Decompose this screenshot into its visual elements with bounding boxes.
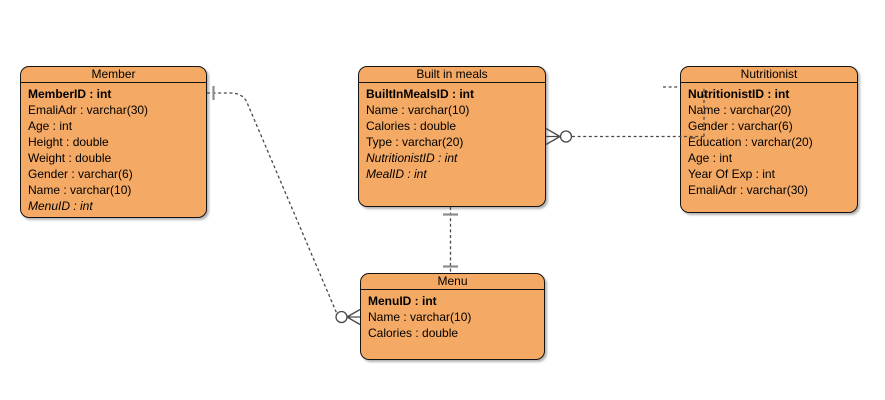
- connector-line[interactable]: [207, 92, 337, 313]
- connector-member-menu[interactable]: [207, 86, 361, 326]
- entity-row[interactable]: Name : varchar(10): [28, 183, 132, 197]
- connector-built-in-meals-menu[interactable]: [443, 207, 458, 272]
- entity-row[interactable]: Height : double: [28, 135, 109, 149]
- entity-row[interactable]: Name : varchar(20): [688, 103, 792, 117]
- entity-row[interactable]: Calories : double: [368, 326, 459, 340]
- entity-nutritionist-title[interactable]: Nutritionist: [681, 67, 857, 83]
- entity-row[interactable]: Age : int: [688, 151, 733, 165]
- entity-row[interactable]: Gender : varchar(6): [688, 119, 793, 133]
- entity-row[interactable]: Type : varchar(20): [366, 135, 464, 149]
- entity-row[interactable]: EmaliAdr : varchar(30): [688, 183, 809, 197]
- entity-row[interactable]: Name : varchar(10): [366, 103, 470, 117]
- entity-row[interactable]: MealID : int: [366, 167, 427, 181]
- entity-built-in-meals-title[interactable]: Built in meals: [359, 67, 545, 83]
- zero-cardinality-icon: [335, 310, 348, 324]
- entity-member-title[interactable]: Member: [21, 67, 206, 83]
- entity-row[interactable]: NutritionistID : int: [366, 151, 458, 165]
- entity-row[interactable]: EmaliAdr : varchar(30): [28, 103, 149, 117]
- entity-row[interactable]: MenuID : int: [28, 199, 93, 213]
- entity-row[interactable]: MemberID : int: [28, 87, 112, 101]
- entity-row[interactable]: Name : varchar(10): [368, 310, 472, 324]
- many-crowsfoot-icon: [545, 127, 561, 146]
- zero-cardinality-icon: [559, 130, 573, 143]
- entity-row[interactable]: Education : varchar(20): [688, 135, 813, 149]
- entity-row[interactable]: MenuID : int: [368, 294, 437, 308]
- entity-row[interactable]: NutritionistID : int: [688, 87, 790, 101]
- entity-row[interactable]: BuiltInMealsID : int: [366, 87, 474, 101]
- entity-menu-title[interactable]: Menu: [361, 274, 544, 290]
- entity-row[interactable]: Age : int: [28, 119, 73, 133]
- entity-row[interactable]: Weight : double: [28, 151, 112, 165]
- entity-row[interactable]: Year Of Exp : int: [688, 167, 775, 181]
- entity-row[interactable]: Calories : double: [366, 119, 457, 133]
- entity-row[interactable]: Gender : varchar(6): [28, 167, 133, 181]
- many-crowsfoot-icon: [346, 308, 361, 326]
